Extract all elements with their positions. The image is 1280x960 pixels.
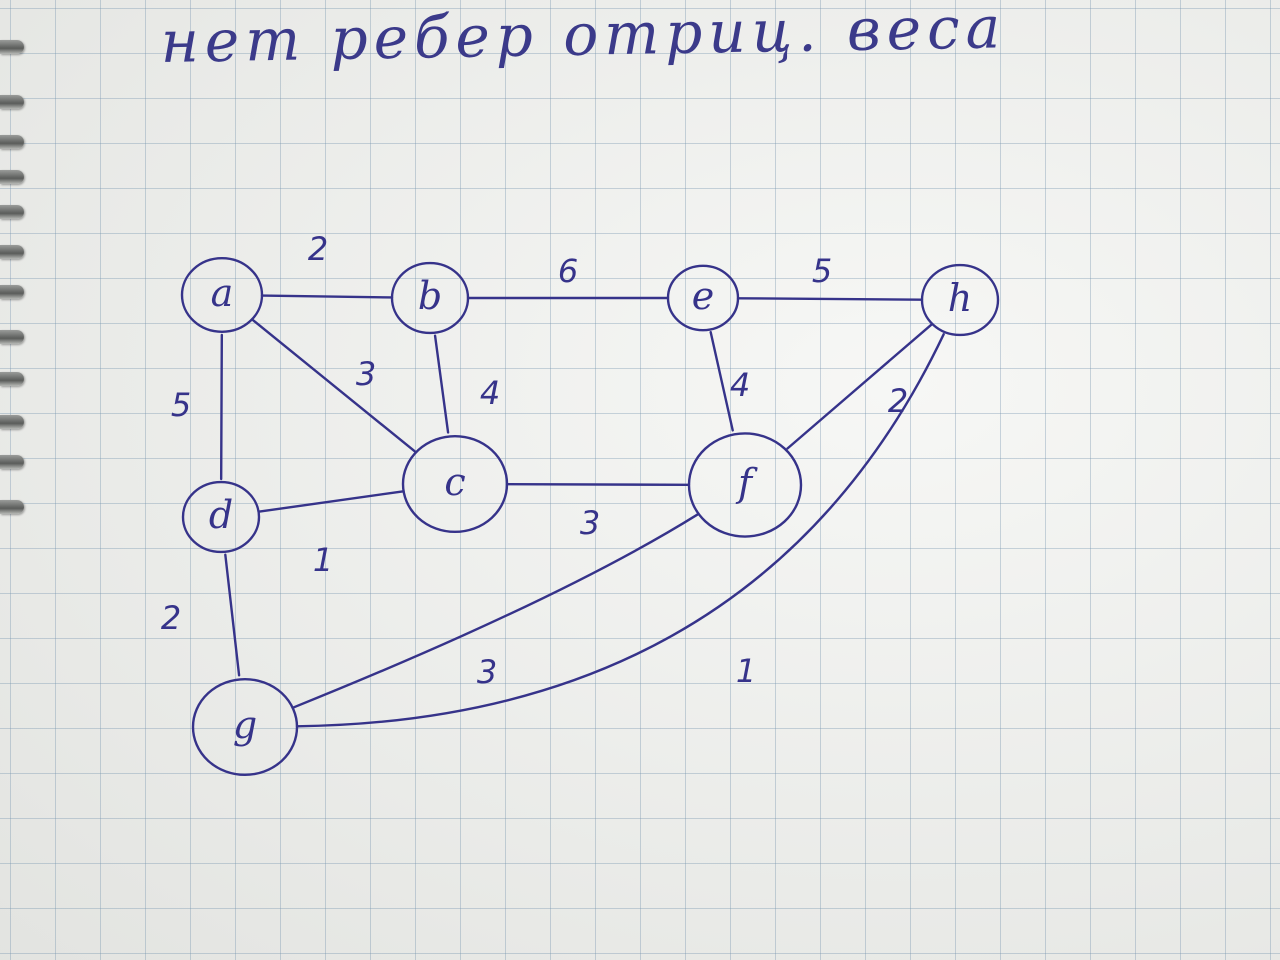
edge-weight-a-d: 5 — [171, 386, 191, 424]
binding-ring — [0, 135, 24, 149]
node-a: a — [180, 257, 264, 334]
node-label-f: f — [735, 461, 758, 505]
edge-weight-f-h: 2 — [888, 382, 908, 420]
binding-ring — [0, 40, 24, 54]
edge-weight-d-c: 1 — [313, 541, 333, 579]
node-label-c: c — [444, 460, 465, 504]
node-label-h: h — [948, 276, 972, 320]
node-label-b: b — [418, 274, 442, 318]
edge-f-h — [786, 323, 933, 450]
edge-weight-e-h: 5 — [812, 252, 832, 290]
binding-ring — [0, 170, 24, 184]
edge-f-g — [292, 513, 699, 709]
binding-ring — [0, 372, 24, 386]
edge-weight-a-c: 3 — [356, 355, 376, 393]
edge-a-d — [219, 333, 224, 481]
edge-a-c — [251, 318, 416, 453]
node-circle-a — [180, 257, 264, 334]
weights-layer: 2 6 5 3 4 4 2 5 1 3 2 3 1 — [161, 230, 908, 691]
node-circle-e — [666, 264, 740, 332]
edge-weight-a-b: 2 — [308, 230, 328, 268]
node-label-e: e — [692, 274, 715, 318]
binding-ring — [0, 500, 24, 514]
binding-ring — [0, 415, 24, 429]
edge-a-b — [260, 294, 394, 299]
node-label-g: g — [233, 703, 257, 747]
edge-weight-h-g: 1 — [736, 652, 756, 690]
edge-d-c — [257, 490, 405, 513]
edge-b-c — [433, 334, 450, 434]
edge-d-g — [224, 553, 241, 677]
nodes-layer: a b e h d c f g — [180, 257, 1000, 777]
binding-ring — [0, 245, 24, 259]
edges-layer — [219, 294, 945, 728]
binding-ring — [0, 455, 24, 469]
node-circle-h — [920, 263, 1000, 337]
node-circle-b — [390, 261, 470, 335]
node-g: g — [191, 677, 299, 777]
node-f: f — [687, 432, 803, 538]
edge-weight-b-c: 4 — [480, 374, 500, 412]
node-b: b — [390, 261, 470, 335]
node-label-a: a — [211, 271, 234, 315]
edge-e-f — [709, 330, 734, 432]
binding-ring — [0, 330, 24, 344]
node-circle-f — [687, 432, 803, 538]
binding-ring — [0, 205, 24, 219]
edge-weight-e-f: 4 — [730, 366, 750, 404]
node-circle-d — [181, 480, 261, 554]
edge-h-g — [295, 333, 945, 728]
edge-e-h — [736, 297, 924, 301]
node-circle-g — [191, 677, 299, 777]
spiral-binding — [0, 0, 26, 960]
binding-ring — [0, 285, 24, 299]
edge-weight-f-g: 3 — [477, 653, 497, 691]
node-d: d — [181, 480, 261, 554]
binding-ring — [0, 95, 24, 109]
node-h: h — [920, 263, 1000, 337]
edge-c-f — [505, 482, 691, 487]
edge-weight-b-e: 6 — [558, 252, 578, 290]
edge-weight-c-f: 3 — [580, 504, 600, 542]
node-label-d: d — [209, 493, 233, 537]
node-circle-c — [401, 434, 509, 534]
node-e: e — [666, 264, 740, 332]
node-c: c — [401, 434, 509, 534]
edge-weight-d-g: 2 — [161, 599, 181, 637]
